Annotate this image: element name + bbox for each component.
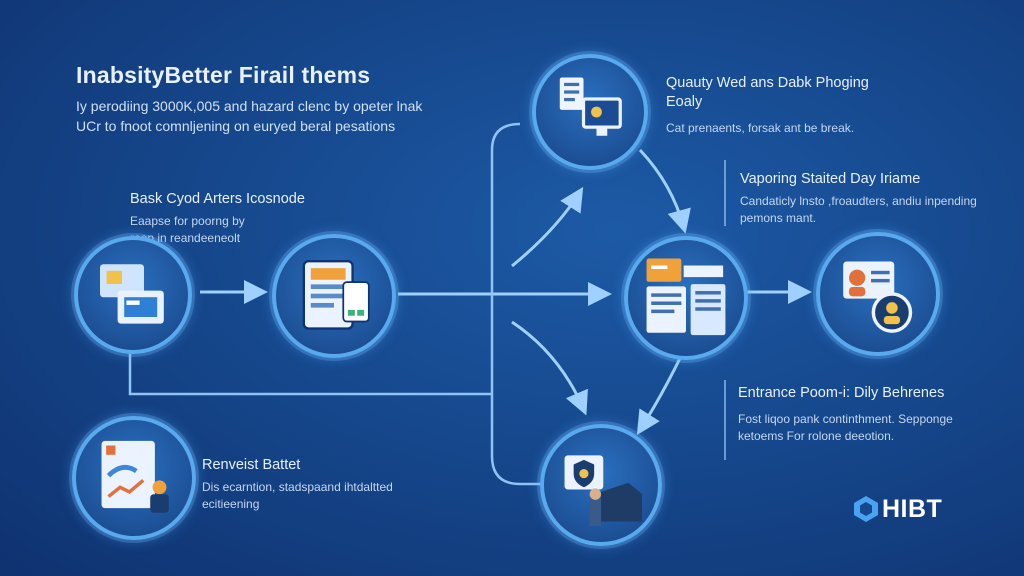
node-center[interactable] [624,236,748,360]
basic-heading: Bask Cyod Arters Icosnode [130,191,305,207]
vertical-bracket-line [490,122,548,486]
reinvest-heading: Renveist Battet [202,457,301,473]
vaporing-subtext: Candaticly lnsto ,froaudters, andiu inpe… [740,194,977,225]
hibt-logo: HIBT [852,494,942,524]
divider-line [724,380,726,460]
entrance-block: Entrance Poom-i: Dily Behrenes Fost liqo… [738,384,974,445]
arrow-center-back-to-top [511,186,584,268]
arrow-center-down-left [511,320,588,416]
node-profile[interactable] [816,232,940,356]
quality-block: Quauty Wed ans Dabk Phoging Eoaly Cat pr… [666,74,876,137]
shield-store-icon [564,455,643,527]
node-checklist[interactable] [532,54,648,170]
node-report[interactable] [72,416,196,540]
node-store[interactable] [540,424,662,546]
hexagon-logo-icon [854,496,878,522]
quality-subtext: Cat prenaents, forsak ant be break. [666,121,855,135]
vaporing-block: Vaporing Staited Day Iriame Candaticly l… [740,170,980,227]
checklist-monitor-icon [559,77,622,136]
node-dashboard[interactable] [74,236,192,354]
profile-user-icon [843,261,913,333]
return-bracket-line [128,340,492,396]
arrow-top-to-center [638,148,691,234]
quality-heading: Quauty Wed ans Dabk Phoging Eoaly [666,75,869,110]
dashboard-window-icon [100,264,164,324]
node-tablet[interactable] [272,234,396,358]
page-title: InabsityBetter Firail thems [76,62,371,88]
reinvest-block: Renveist Battet Dis ecarntion, stadspaan… [202,456,412,513]
intro-text: Iy perodiing 3000K,005 and hazard clenc … [76,98,423,134]
reinvest-subtext: Dis ecarntion, stadspaand ihtdaltted eci… [202,480,393,511]
vaporing-heading: Vaporing Staited Day Iriame [740,171,921,187]
logo-text: HIBT [882,494,943,523]
divider-line [724,160,726,226]
entrance-subtext: Fost liqoo pank continthment. Sepponge k… [738,412,953,443]
data-screens-icon [646,258,726,336]
arrow-center-to-bottom [636,349,686,436]
report-chart-icon [101,440,169,513]
tablet-document-icon [302,260,370,330]
entrance-heading: Entrance Poom-i: Dily Behrenes [738,385,945,401]
